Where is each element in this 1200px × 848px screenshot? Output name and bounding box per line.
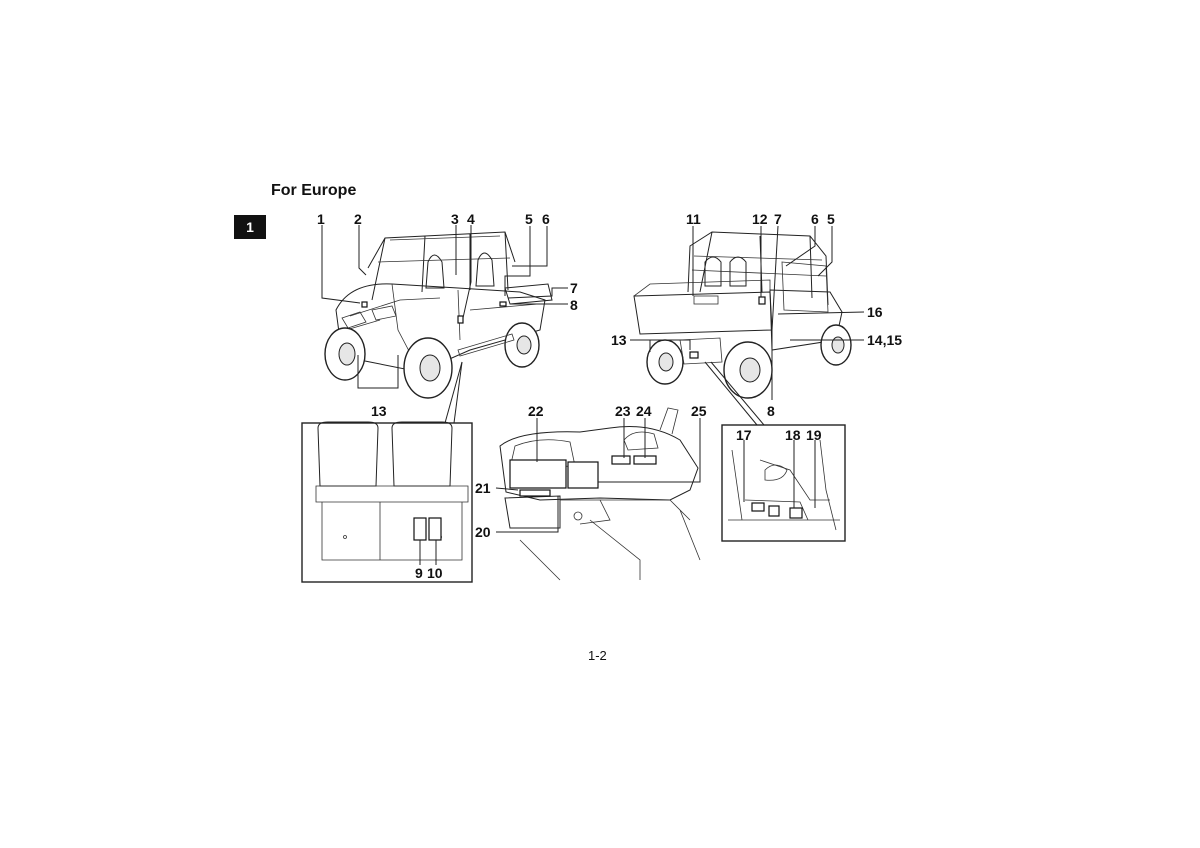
- callout-front-7: 7: [570, 280, 578, 296]
- callout-rear-5: 5: [827, 211, 835, 227]
- callout-rear-16: 16: [867, 304, 883, 320]
- chapter-tab: 1: [234, 215, 266, 239]
- callout-front-13: 13: [371, 403, 387, 419]
- page-title: For Europe: [271, 182, 357, 199]
- callout-rear-13: 13: [611, 332, 627, 348]
- callout-front-8: 8: [570, 297, 578, 313]
- callout-dash-24: 24: [636, 403, 652, 419]
- dash-inset-drawing: [495, 407, 701, 581]
- callout-rear-14-15: 14,15: [867, 332, 903, 348]
- callout-rear-12: 12: [752, 211, 768, 227]
- front-vehicle-drawing: [321, 225, 568, 424]
- callout-rear-6: 6: [811, 211, 819, 227]
- callout-rear-11: 11: [686, 211, 701, 227]
- under-inset-drawing: [721, 424, 846, 542]
- callout-dash-23: 23: [615, 403, 631, 419]
- callout-dash-21: 21: [475, 480, 491, 496]
- callout-rear-8: 8: [767, 403, 775, 419]
- callout-dash-20: 20: [475, 524, 491, 540]
- seat-inset-drawing: [301, 421, 473, 583]
- rear-vehicle-drawing: [630, 225, 865, 426]
- callout-seat-10: 10: [427, 565, 443, 581]
- callout-front-1: 1: [317, 211, 325, 227]
- callout-under-19: 19: [806, 427, 822, 443]
- callout-front-6: 6: [542, 211, 550, 227]
- callout-front-5: 5: [525, 211, 533, 227]
- callout-rear-7: 7: [774, 211, 782, 227]
- callout-seat-9: 9: [415, 565, 423, 581]
- callout-front-4: 4: [467, 211, 475, 227]
- callout-dash-25: 25: [691, 403, 707, 419]
- callout-front-2: 2: [354, 211, 362, 227]
- callout-dash-22: 22: [528, 403, 544, 419]
- callout-under-18: 18: [785, 427, 801, 443]
- page-number: 1-2: [588, 648, 607, 663]
- callout-under-17: 17: [736, 427, 752, 443]
- callout-front-3: 3: [451, 211, 459, 227]
